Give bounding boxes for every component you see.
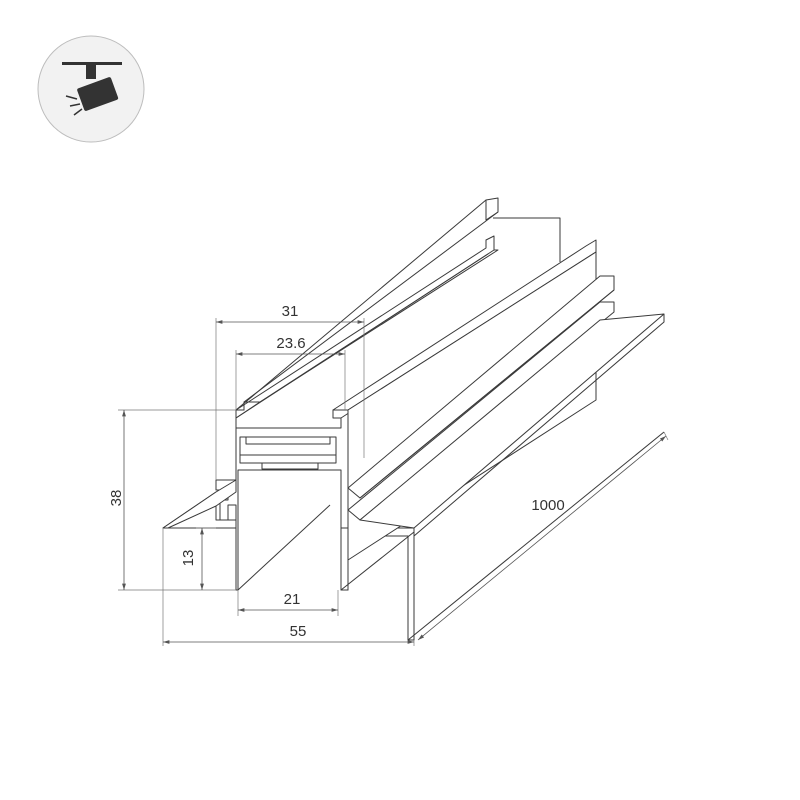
track-profile bbox=[162, 197, 665, 641]
dim-total-width: 55 bbox=[290, 623, 307, 640]
dim-height: 38 bbox=[108, 490, 125, 507]
profile-inner-channel bbox=[239, 436, 337, 456]
dim-length: 1000 bbox=[531, 497, 564, 514]
right-top-wall bbox=[332, 239, 597, 411]
profile-contact-bus bbox=[261, 462, 319, 470]
track-spotlight-icon bbox=[37, 35, 145, 143]
profile-front-section bbox=[215, 401, 349, 591]
dim-bottom-width: 21 bbox=[284, 591, 301, 608]
dim-lower-height: 13 bbox=[180, 550, 197, 567]
left-top-wall bbox=[235, 235, 499, 411]
right-middle-step bbox=[347, 275, 615, 499]
dim-inner-width: 23.6 bbox=[276, 335, 305, 352]
dimensions: 31 23.6 38 13 21 55 1000 bbox=[108, 303, 669, 646]
dim-top-width: 31 bbox=[282, 303, 299, 320]
